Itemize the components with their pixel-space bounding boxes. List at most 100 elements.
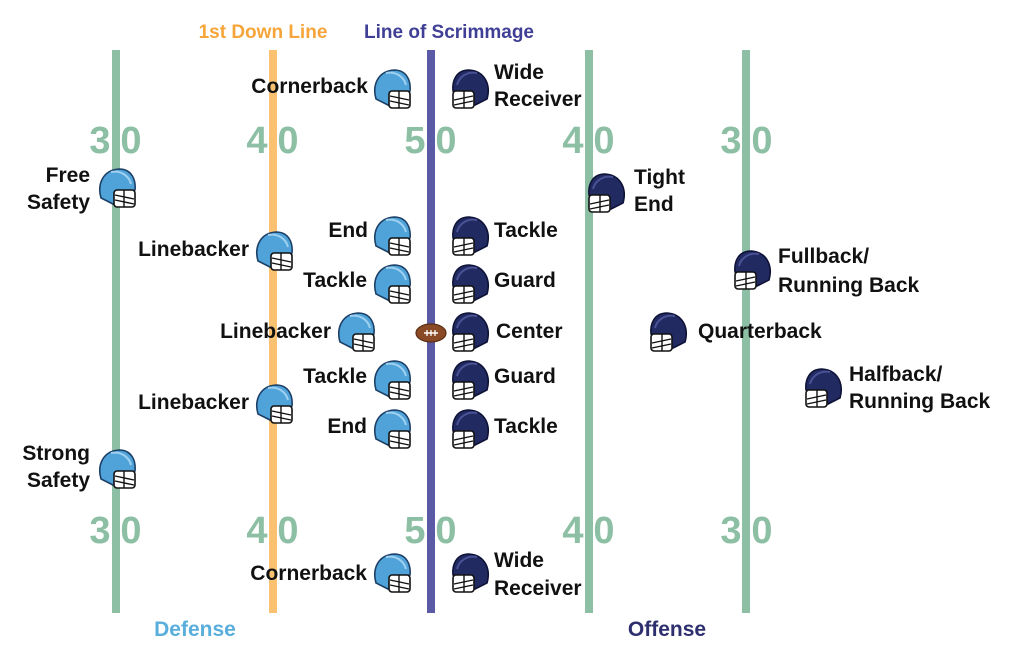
player-offense-tackle-top: Tackle xyxy=(451,216,558,256)
svg-text:4: 4 xyxy=(562,510,583,552)
defense-helmet-icon xyxy=(373,409,412,449)
player-label: Tackle xyxy=(303,365,367,388)
player-label: Safety xyxy=(27,191,90,214)
player-label: Cornerback xyxy=(251,75,368,98)
yard-number-top-4: 4 0 xyxy=(562,120,614,162)
svg-text:0: 0 xyxy=(435,120,456,162)
svg-text:3: 3 xyxy=(89,120,110,162)
player-label: Strong xyxy=(22,442,90,465)
player-defense-linebacker-middle: Linebacker xyxy=(220,312,376,352)
player-label: Center xyxy=(496,320,563,343)
defense-helmet-icon xyxy=(373,69,412,109)
svg-text:0: 0 xyxy=(435,510,456,552)
svg-text:0: 0 xyxy=(751,510,772,552)
player-label: Tackle xyxy=(303,269,367,292)
offense-helmet-icon xyxy=(451,409,490,449)
offense-label: Offense xyxy=(628,618,706,641)
svg-text:3: 3 xyxy=(720,510,741,552)
player-label: Linebacker xyxy=(220,320,331,343)
offense-helmet-icon xyxy=(451,264,490,304)
player-defense-end-bottom: End xyxy=(327,409,412,449)
player-defense-cornerback-bottom: Cornerback xyxy=(250,553,412,593)
player-defense-free-safety: Free Safety xyxy=(27,164,137,214)
defense-helmet-icon xyxy=(373,553,412,593)
offense-helmet-icon xyxy=(451,312,490,352)
offense-helmet-icon xyxy=(804,368,843,408)
defense-helmet-icon xyxy=(255,231,294,271)
player-defense-tackle-top: Tackle xyxy=(303,264,412,304)
player-label: Guard xyxy=(494,269,556,292)
first-down-line xyxy=(269,50,277,613)
player-defense-cornerback-top: Cornerback xyxy=(251,69,412,109)
offense-helmet-icon xyxy=(649,312,688,352)
player-offense-wide-receiver-top: Wide Receiver xyxy=(451,61,582,111)
player-label: Linebacker xyxy=(138,238,249,261)
player-offense-tackle-bottom: Tackle xyxy=(451,409,558,449)
offense-helmet-icon xyxy=(451,360,490,400)
player-label: Cornerback xyxy=(250,562,367,585)
player-label: End xyxy=(328,219,368,242)
offense-helmet-icon xyxy=(587,173,626,213)
yard-number-bottom-1: 3 0 xyxy=(89,510,141,552)
player-offense-halfback: Halfback/ Running Back xyxy=(804,363,990,413)
svg-text:0: 0 xyxy=(593,120,614,162)
player-label: Guard xyxy=(494,365,556,388)
defense-helmet-icon xyxy=(337,312,376,352)
defense-helmet-icon xyxy=(373,216,412,256)
svg-text:0: 0 xyxy=(277,510,298,552)
defense-label: Defense xyxy=(154,618,236,641)
svg-text:3: 3 xyxy=(720,120,741,162)
player-defense-tackle-bottom: Tackle xyxy=(303,360,412,400)
player-label: Running Back xyxy=(849,390,990,413)
line-of-scrimmage-label: Line of Scrimmage xyxy=(364,22,534,43)
yard-number-top-1: 3 0 xyxy=(89,120,141,162)
svg-text:4: 4 xyxy=(246,510,267,552)
player-defense-end-top: End xyxy=(328,216,412,256)
player-offense-fullback: Fullback/ Running Back xyxy=(733,245,919,297)
player-label: Tackle xyxy=(494,219,558,242)
first-down-line-label: 1st Down Line xyxy=(199,22,328,43)
yard-number-bottom-5: 3 0 xyxy=(720,510,772,552)
offense-helmet-icon xyxy=(451,69,490,109)
offense-helmet-icon xyxy=(451,216,490,256)
player-label: Fullback/ xyxy=(778,245,869,268)
player-label: Tackle xyxy=(494,415,558,438)
player-offense-quarterback: Quarterback xyxy=(649,312,822,352)
svg-text:0: 0 xyxy=(120,510,141,552)
player-label: Linebacker xyxy=(138,391,249,414)
yard-number-bottom-2: 4 0 xyxy=(246,510,298,552)
player-label: Wide xyxy=(494,549,544,572)
defense-helmet-icon xyxy=(373,264,412,304)
yard-line-30-left xyxy=(112,50,120,613)
player-label: Tight xyxy=(634,166,685,189)
defense-helmet-icon xyxy=(373,360,412,400)
yard-number-bottom-3: 5 0 xyxy=(404,510,456,552)
defense-helmet-icon xyxy=(98,449,137,489)
svg-text:5: 5 xyxy=(404,510,425,552)
yard-number-top-5: 3 0 xyxy=(720,120,772,162)
player-label: Receiver xyxy=(494,577,582,600)
offense-helmet-icon xyxy=(733,250,772,290)
player-label: Halfback/ xyxy=(849,363,943,386)
player-offense-wide-receiver-bottom: Wide Receiver xyxy=(451,549,582,600)
svg-text:5: 5 xyxy=(404,120,425,162)
player-label: Running Back xyxy=(778,274,919,297)
player-label: Wide xyxy=(494,61,544,84)
yard-number-top-2: 4 0 xyxy=(246,120,298,162)
svg-text:0: 0 xyxy=(593,510,614,552)
player-label: End xyxy=(634,193,674,216)
yard-number-top-3: 5 0 xyxy=(404,120,456,162)
player-label: Free xyxy=(46,164,90,187)
player-offense-guard-bottom: Guard xyxy=(451,360,556,400)
player-offense-center: Center xyxy=(451,312,563,352)
player-defense-linebacker-top: Linebacker xyxy=(138,231,294,271)
player-label: Safety xyxy=(27,469,90,492)
svg-text:0: 0 xyxy=(120,120,141,162)
svg-text:4: 4 xyxy=(246,120,267,162)
svg-text:0: 0 xyxy=(277,120,298,162)
defense-helmet-icon xyxy=(98,168,137,208)
player-label: Quarterback xyxy=(698,320,822,343)
yard-number-bottom-4: 4 0 xyxy=(562,510,614,552)
defense-helmet-icon xyxy=(255,384,294,424)
